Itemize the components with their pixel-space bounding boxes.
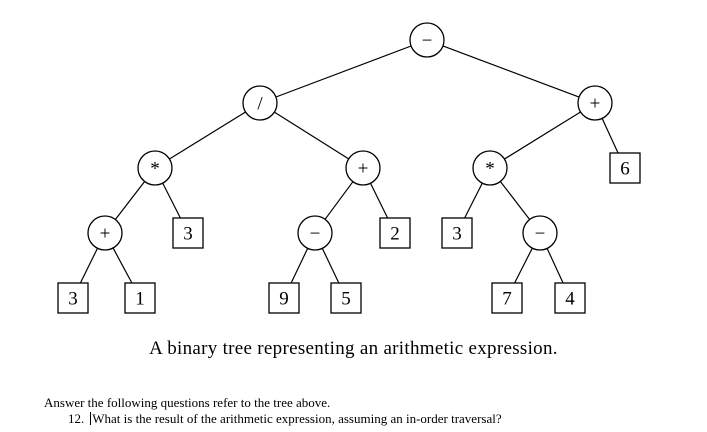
tree-edge xyxy=(275,45,412,98)
tree-nodes: − / + * + * 6 +3 − 2 3 − 3 1 9 5 7 4 xyxy=(57,22,641,314)
operator-node: * xyxy=(137,150,173,186)
node-label: / xyxy=(257,94,263,115)
diagram-caption: A binary tree representing an arithmetic… xyxy=(149,338,558,359)
node-circle xyxy=(137,150,173,186)
operand-node: 6 xyxy=(609,152,641,184)
node-label: * xyxy=(485,159,495,180)
question-number: 12. xyxy=(68,411,85,426)
tree-edge xyxy=(464,182,483,219)
node-box xyxy=(172,217,204,249)
text-cursor xyxy=(90,412,92,425)
node-box xyxy=(554,282,586,314)
node-circle xyxy=(297,215,333,251)
operand-node: 7 xyxy=(491,282,523,314)
tree-edge xyxy=(442,45,580,98)
operator-node: / xyxy=(242,85,278,121)
tree-edge xyxy=(169,111,246,160)
node-box xyxy=(379,217,411,249)
operand-node: 9 xyxy=(268,282,300,314)
node-label: 7 xyxy=(502,289,512,310)
node-label: 9 xyxy=(279,289,289,310)
node-label: 3 xyxy=(452,224,462,245)
tree-edge xyxy=(274,111,349,160)
tree-edge xyxy=(114,181,146,220)
node-label: + xyxy=(100,224,111,245)
tree-edge xyxy=(290,248,309,284)
node-circle xyxy=(242,85,278,121)
operand-node: 2 xyxy=(379,217,411,249)
node-circle xyxy=(522,215,558,251)
node-circle xyxy=(409,22,445,58)
tree-edge xyxy=(321,248,340,284)
operator-node: + xyxy=(345,150,381,186)
node-label: + xyxy=(358,159,369,180)
node-box xyxy=(57,282,89,314)
node-circle xyxy=(472,150,508,186)
node-circle xyxy=(345,150,381,186)
tree-edge xyxy=(112,247,133,284)
operand-node: 3 xyxy=(441,217,473,249)
expression-tree-diagram: − / + * + * 6 +3 − 2 3 − 3 1 9 5 7 4 xyxy=(57,22,641,314)
node-label: 5 xyxy=(341,289,351,310)
operator-node: − xyxy=(297,215,333,251)
question-text: What is the result of the arithmetic exp… xyxy=(92,411,502,426)
tree-edge xyxy=(504,111,581,160)
node-label: 6 xyxy=(620,159,630,180)
operator-node: + xyxy=(87,215,123,251)
operand-node: 4 xyxy=(554,282,586,314)
tree-edge xyxy=(79,247,99,284)
operator-node: − xyxy=(522,215,558,251)
node-label: − xyxy=(535,224,546,245)
node-label: − xyxy=(422,31,433,52)
operator-node: * xyxy=(472,150,508,186)
tree-edges xyxy=(79,45,619,284)
tree-edge xyxy=(601,118,619,154)
node-circle xyxy=(577,85,613,121)
operand-node: 1 xyxy=(124,282,156,314)
operator-node: + xyxy=(577,85,613,121)
operand-node: 5 xyxy=(330,282,362,314)
node-box xyxy=(124,282,156,314)
questions-intro: Answer the following questions refer to … xyxy=(44,395,331,410)
question-12: 12. What is the result of the arithmetic… xyxy=(68,410,502,427)
operand-node: 3 xyxy=(172,217,204,249)
tree-edge xyxy=(324,181,354,220)
node-label: 3 xyxy=(183,224,193,245)
node-label: 4 xyxy=(565,289,575,310)
node-label: 3 xyxy=(68,289,78,310)
tree-edge xyxy=(546,248,564,284)
tree-edge xyxy=(369,182,389,219)
operand-node: 3 xyxy=(57,282,89,314)
operator-node: − xyxy=(409,22,445,58)
node-label: 1 xyxy=(135,289,145,310)
node-circle xyxy=(87,215,123,251)
node-box xyxy=(491,282,523,314)
node-label: 2 xyxy=(390,224,400,245)
node-box xyxy=(330,282,362,314)
node-box xyxy=(268,282,300,314)
node-label: * xyxy=(150,159,160,180)
node-box xyxy=(441,217,473,249)
tree-edge xyxy=(499,181,531,220)
node-label: − xyxy=(310,224,321,245)
tree-edge xyxy=(162,182,181,219)
node-box xyxy=(609,152,641,184)
node-label: + xyxy=(590,94,601,115)
tree-edge xyxy=(514,247,533,284)
